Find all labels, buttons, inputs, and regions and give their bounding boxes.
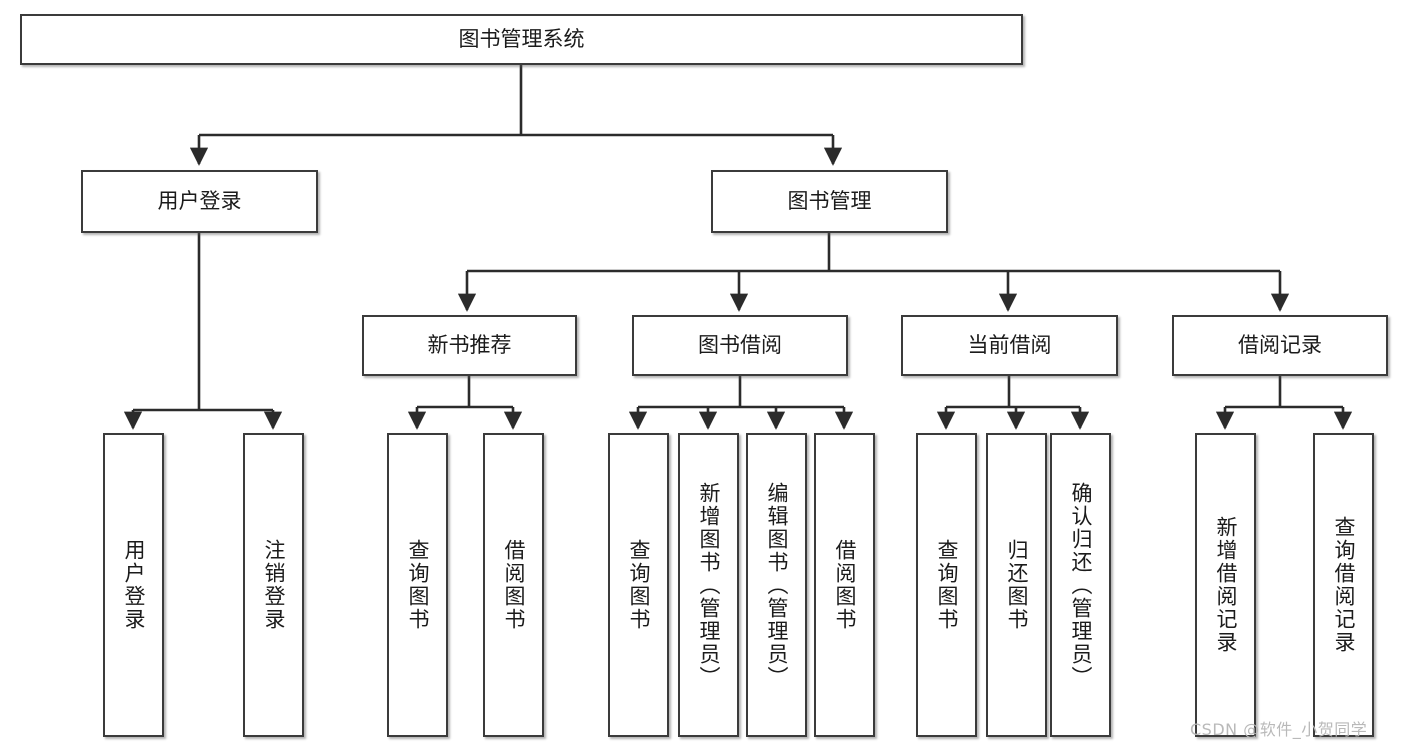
leaf-borrow-book[interactable]: 借阅图书 [814,433,875,737]
node-root[interactable]: 图书管理系统 [20,14,1023,65]
leaf-edit-book-admin-label: 编辑图书（管理员） [765,481,789,689]
leaf-add-borrow-record[interactable]: 新增借阅记录 [1195,433,1256,737]
leaf-borrow-book-label: 借阅图书 [833,539,857,631]
leaf-confirm-return-admin[interactable]: 确认归还（管理员） [1050,433,1111,737]
leaf-logout[interactable]: 注销登录 [243,433,304,737]
leaf-query-book-current[interactable]: 查询图书 [916,433,977,737]
leaf-logout-label: 注销登录 [262,539,286,631]
leaf-query-book-recommend-label: 查询图书 [406,539,430,631]
leaf-add-book-admin[interactable]: 新增图书（管理员） [678,433,739,737]
leaf-confirm-return-admin-label: 确认归还（管理员） [1069,481,1093,689]
node-root-label: 图书管理系统 [458,27,585,52]
node-new-book-recommend[interactable]: 新书推荐 [362,315,577,376]
node-current-borrow[interactable]: 当前借阅 [901,315,1118,376]
node-user-login[interactable]: 用户登录 [81,170,318,233]
leaf-borrow-book-recommend-label: 借阅图书 [502,539,526,631]
leaf-query-book-recommend[interactable]: 查询图书 [387,433,448,737]
node-borrow-record-label: 借阅记录 [1238,333,1322,358]
leaf-query-book-borrow[interactable]: 查询图书 [608,433,669,737]
leaf-add-borrow-record-label: 新增借阅记录 [1214,516,1238,654]
node-book-management[interactable]: 图书管理 [711,170,948,233]
node-book-borrow[interactable]: 图书借阅 [632,315,848,376]
node-book-borrow-label: 图书借阅 [698,333,782,358]
node-new-book-recommend-label: 新书推荐 [427,333,512,358]
leaf-borrow-book-recommend[interactable]: 借阅图书 [483,433,544,737]
node-user-login-label: 用户登录 [157,189,242,214]
leaf-query-book-borrow-label: 查询图书 [627,539,651,631]
leaf-add-book-admin-label: 新增图书（管理员） [697,481,721,689]
node-current-borrow-label: 当前借阅 [967,333,1052,358]
leaf-query-borrow-record-label: 查询借阅记录 [1332,516,1356,654]
csdn-watermark: CSDN @软件_小贺同学 [1190,720,1368,739]
leaf-return-book-label: 归还图书 [1005,539,1029,631]
leaf-return-book[interactable]: 归还图书 [986,433,1047,737]
node-borrow-record[interactable]: 借阅记录 [1172,315,1388,376]
node-book-management-label: 图书管理 [787,189,872,214]
leaf-query-borrow-record[interactable]: 查询借阅记录 [1313,433,1374,737]
leaf-user-login-label: 用户登录 [122,539,146,631]
leaf-edit-book-admin[interactable]: 编辑图书（管理员） [746,433,807,737]
leaf-query-book-current-label: 查询图书 [935,539,959,631]
leaf-user-login[interactable]: 用户登录 [103,433,164,737]
